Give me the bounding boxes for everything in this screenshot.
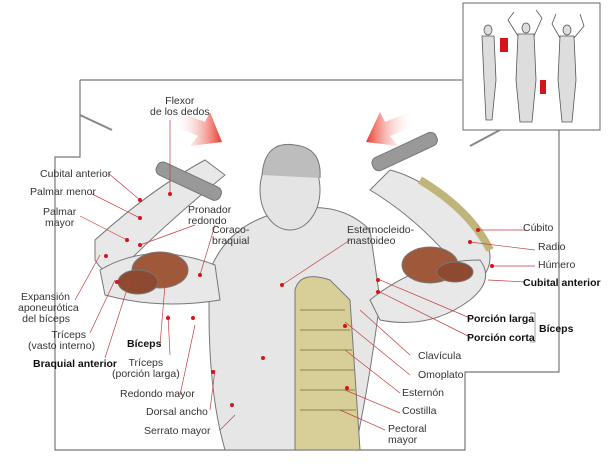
label-cubito: Cúbito [523,222,554,234]
label-dorsal-ancho: Dorsal ancho [146,406,208,418]
label-costilla: Costilla [402,405,437,417]
label-serrato-mayor: Serrato mayor [144,425,211,437]
label-biceps-left: Bíceps [127,338,162,350]
label-porcion-larga: Porción larga [467,313,535,325]
label-esternon: Esternón [402,387,445,399]
left-arm [94,159,226,305]
label-humero: Húmero [538,259,576,271]
label-esternocleido: Esternocleido-mastoideo [347,224,415,247]
label-triceps-vasto: Tríceps(vasto interno) [28,329,96,352]
marker-dots [104,192,494,407]
torso [208,143,381,451]
right-arm [369,131,494,323]
label-biceps-right: Bíceps [539,323,574,335]
label-coracobraquial: Coraco-braquial [212,224,250,247]
label-cubital-anterior-left: Cubital anterior [40,168,112,180]
label-palmar-menor: Palmar menor [30,186,96,198]
label-radio: Radio [538,241,566,253]
arrow-right [366,112,414,146]
inset-thumbnail [462,2,601,131]
label-clavicula: Clavícula [418,350,462,362]
label-omoplato: Omoplato [418,369,464,381]
label-cubital-anterior-right: Cubital anterior [523,277,601,289]
label-triceps-larga: Tríceps(porción larga) [112,357,180,380]
label-redondo-mayor: Redondo mayor [120,388,195,400]
label-braquial-anterior: Braquial anterior [33,358,118,370]
leader-lines [74,120,536,431]
label-porcion-corta: Porción corta [467,332,535,344]
arrow-left [174,112,222,146]
